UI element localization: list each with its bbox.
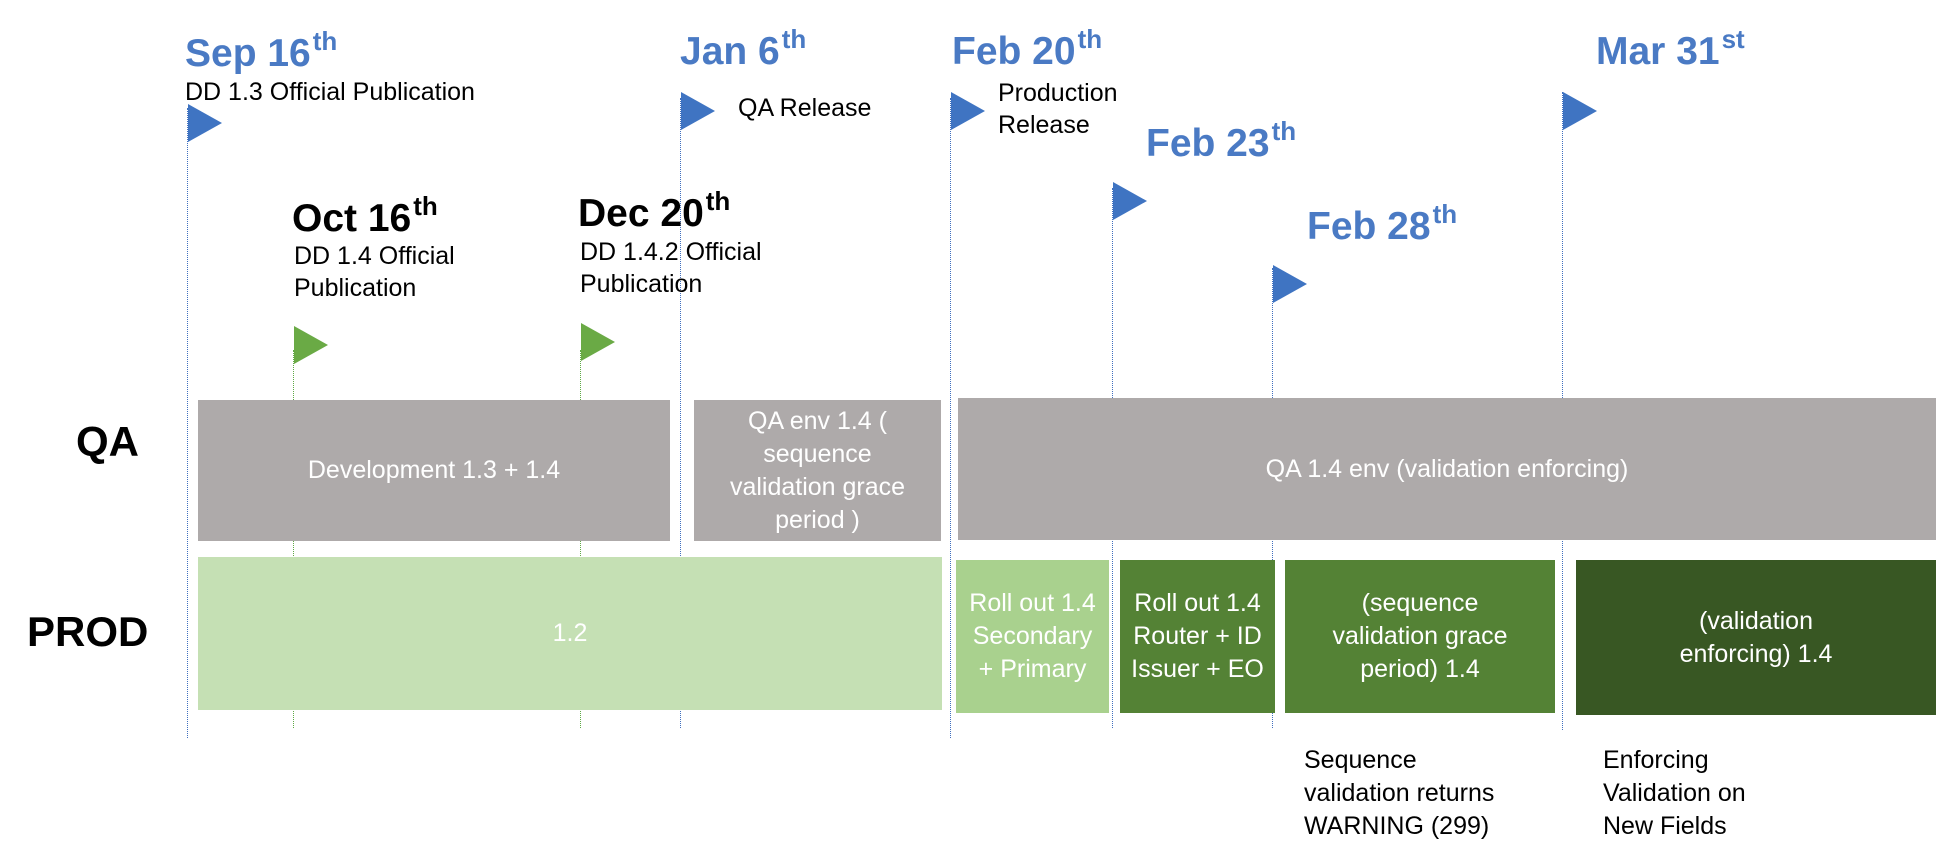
timeline-line-jan6 bbox=[680, 98, 681, 728]
row-label-qa: QA bbox=[76, 418, 139, 465]
milestone-date-feb23: Feb 23th bbox=[1146, 116, 1297, 165]
qa-block-grace-period: QA env 1.4 ( sequence validation grace p… bbox=[694, 400, 941, 541]
row-label-prod: PROD bbox=[27, 608, 149, 655]
timeline-line-feb20 bbox=[950, 98, 951, 738]
milestone-date-sep16: Sep 16th bbox=[185, 26, 338, 75]
milestone-label-sep16: DD 1.3 Official Publication bbox=[185, 78, 475, 106]
flag-icon bbox=[951, 92, 985, 130]
milestone-date-dec20: Dec 20th bbox=[578, 186, 731, 235]
qa-block-development: Development 1.3 + 1.4 bbox=[198, 400, 670, 541]
flag-icon bbox=[1273, 265, 1307, 303]
prod-block-rollout-router: Roll out 1.4 Router + ID Issuer + EO bbox=[1120, 560, 1275, 713]
qa-block-validation-enforcing: QA 1.4 env (validation enforcing) bbox=[958, 398, 1936, 540]
milestone-date-feb20: Feb 20th bbox=[952, 24, 1103, 73]
prod-block-grace-period: (sequence validation grace period) 1.4 bbox=[1285, 560, 1555, 713]
timeline-line-sep16 bbox=[187, 108, 188, 738]
milestone-label-oct16: DD 1.4 Official Publication bbox=[294, 242, 455, 302]
prod-block-version-12: 1.2 bbox=[198, 557, 942, 710]
flag-icon bbox=[1563, 92, 1597, 130]
note-sequence-warning: Sequence validation returns WARNING (299… bbox=[1304, 746, 1495, 840]
milestone-label-jan6: QA Release bbox=[738, 94, 872, 122]
flag-icon bbox=[581, 323, 615, 361]
milestone-date-jan6: Jan 6th bbox=[680, 24, 807, 73]
prod-block-rollout-secondary-primary: Roll out 1.4 Secondary + Primary bbox=[956, 560, 1109, 713]
milestone-date-feb28: Feb 28th bbox=[1307, 199, 1458, 248]
flag-icon bbox=[681, 92, 715, 130]
prod-block-validation-enforcing: (validation enforcing) 1.4 bbox=[1576, 560, 1936, 715]
milestone-label-feb20: Production Release bbox=[998, 79, 1118, 139]
milestone-label-dec20: DD 1.4.2 Official Publication bbox=[580, 238, 762, 298]
note-enforcing-new-fields: Enforcing Validation on New Fields bbox=[1603, 746, 1746, 840]
milestone-date-oct16: Oct 16th bbox=[292, 191, 438, 240]
flag-icon bbox=[188, 104, 222, 142]
flag-icon bbox=[294, 326, 328, 364]
flag-icon bbox=[1113, 182, 1147, 220]
milestone-date-mar31: Mar 31st bbox=[1596, 24, 1745, 73]
